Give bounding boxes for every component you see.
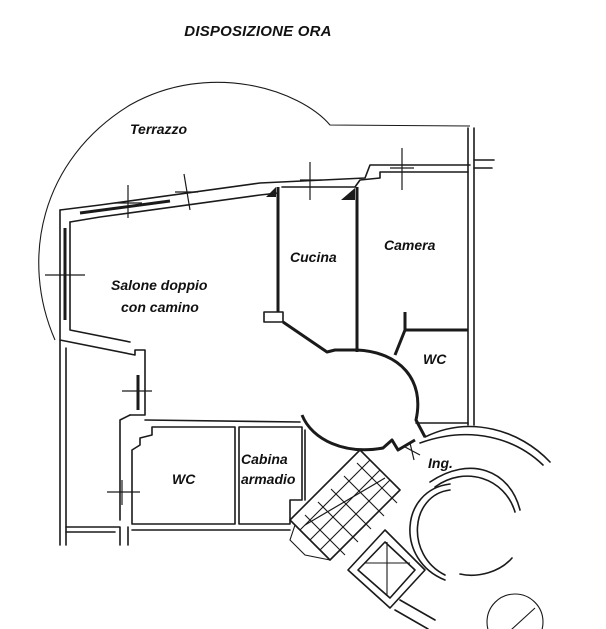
room-label-salone-line1: Salone doppio bbox=[111, 277, 208, 293]
entrance-arcs bbox=[409, 425, 551, 629]
room-label-cucina: Cucina bbox=[290, 249, 337, 265]
elevator-shaft bbox=[347, 529, 436, 629]
lower-rooms-walls bbox=[65, 414, 306, 546]
plan-title: DISPOSIZIONE ORA bbox=[184, 23, 332, 40]
window-markers bbox=[45, 148, 421, 505]
room-label-wc-upper: WC bbox=[423, 351, 447, 367]
flue-marker bbox=[341, 188, 355, 200]
round-hall-wall bbox=[356, 348, 427, 438]
flue-marker bbox=[266, 187, 276, 197]
cucina-walls bbox=[263, 187, 359, 354]
terrace-boundary bbox=[38, 81, 471, 341]
room-label-wc-lower: WC bbox=[172, 471, 196, 487]
exterior-wall-north bbox=[59, 164, 471, 223]
camera-walls bbox=[393, 312, 469, 424]
room-label-cabina-line1: Cabina bbox=[241, 451, 288, 467]
room-label-camera: Camera bbox=[384, 237, 436, 253]
exterior-wall-east bbox=[467, 127, 495, 426]
room-label-terrazzo: Terrazzo bbox=[130, 121, 188, 137]
round-hall-wall-south bbox=[300, 414, 416, 452]
room-label-cabina-line2: armadio bbox=[241, 471, 296, 487]
room-label-salone-line2: con camino bbox=[121, 299, 199, 315]
room-label-ingresso: Ing. bbox=[428, 455, 453, 471]
staircase bbox=[289, 449, 401, 561]
